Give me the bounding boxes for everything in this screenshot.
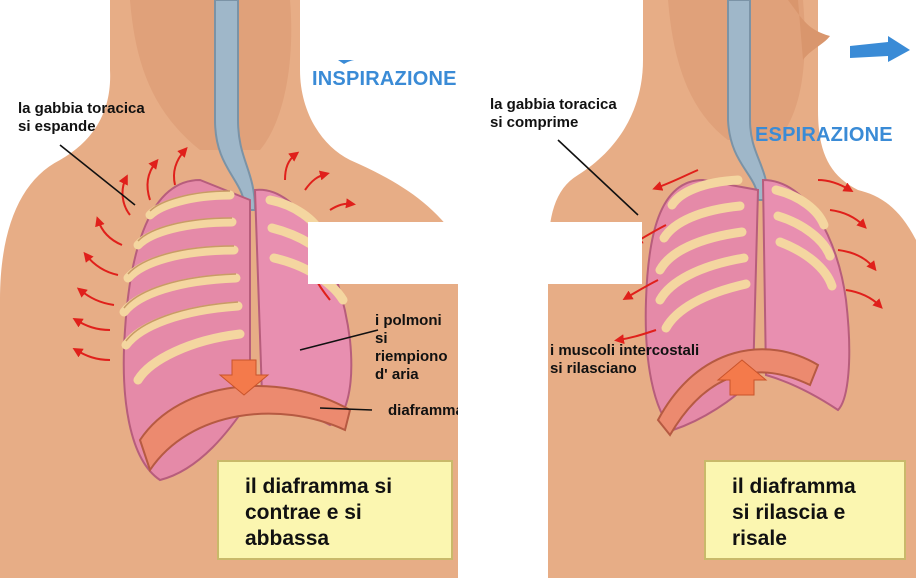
blank-block (308, 8, 458, 60)
inspiration-caption: il diaframma si contrae e si abbassa (217, 460, 453, 560)
expiration-caption: il diaframma si rilascia e risale (704, 460, 906, 560)
blank-block-center (308, 222, 458, 284)
expiration-title: ESPIRAZIONE (755, 124, 893, 147)
air-out-arrow-icon (850, 36, 910, 62)
ribcage-compresses-label: la gabbia toracica si comprime (490, 96, 617, 132)
blank-block-center (458, 222, 642, 284)
inspiration-title: INSPIRAZIONE (312, 68, 457, 91)
expiration-panel: ESPIRAZIONE la gabbia toracica si compri… (458, 0, 916, 578)
lungs-fill-label: i polmoni si riempiono d' aria (375, 312, 458, 384)
inspiration-panel: INSPIRAZIONE la gabbia toracica si espan… (0, 0, 458, 578)
intercostal-muscles-label: i muscoli intercostali si rilasciano (550, 342, 699, 378)
diaphragm-label: diaframma (388, 402, 458, 420)
ribcage-expands-label: la gabbia toracica si espande (18, 100, 145, 136)
